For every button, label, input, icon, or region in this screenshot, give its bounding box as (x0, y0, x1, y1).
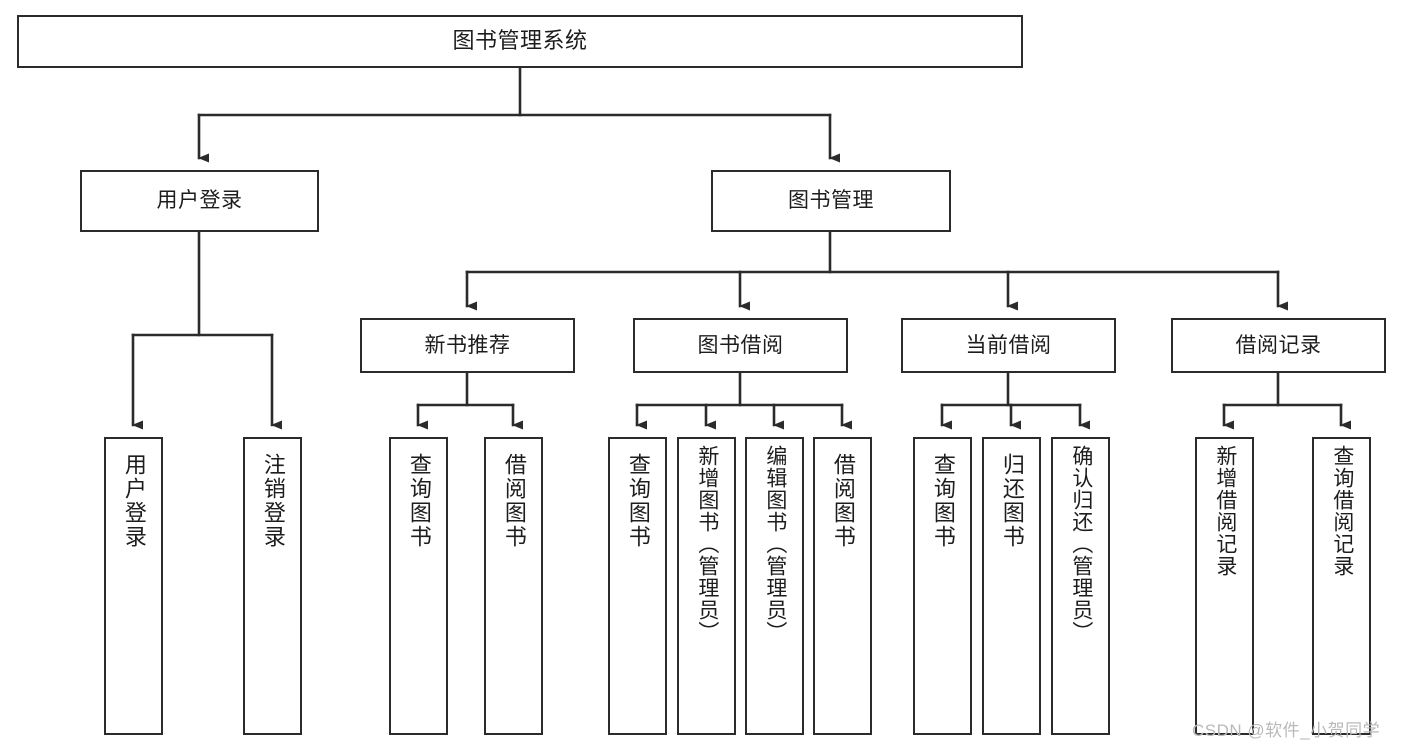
leaf-borrow-records-add-record[interactable]: 新增借阅记录 (1195, 437, 1254, 735)
leaf-current-borrow-return-book[interactable]: 归还图书 (982, 437, 1041, 735)
leaf-borrow-records-query-record[interactable]: 查询借阅记录 (1312, 437, 1371, 735)
leaf-user-login-login[interactable]: 用户登录 (104, 437, 163, 735)
leaf-book-borrow-add-book-admin[interactable]: 新增图书（管理员） (677, 437, 736, 735)
node-label: 新增图书（管理员） (695, 445, 719, 643)
node-label: 图书管理系统 (452, 28, 588, 54)
node-root-book-management-system[interactable]: 图书管理系统 (17, 15, 1023, 68)
node-label: 新增借阅记录 (1213, 445, 1237, 577)
node-label: 图书管理 (788, 189, 874, 213)
leaf-book-borrow-borrow-book[interactable]: 借阅图书 (813, 437, 872, 735)
node-label: 新书推荐 (424, 333, 511, 357)
node-label: 查询图书 (625, 453, 651, 549)
node-label: 归还图书 (999, 453, 1025, 549)
node-label: 用户登录 (121, 453, 147, 549)
node-current-borrow[interactable]: 当前借阅 (901, 318, 1116, 373)
leaf-new-book-borrow-book[interactable]: 借阅图书 (484, 437, 543, 735)
node-label: 借阅图书 (830, 453, 856, 549)
csdn-watermark: CSDN @软件_小贺同学 (1192, 721, 1381, 740)
node-label: 查询借阅记录 (1330, 445, 1354, 577)
node-label: 查询图书 (930, 453, 956, 549)
node-label: 用户登录 (156, 189, 243, 213)
leaf-new-book-query-book[interactable]: 查询图书 (389, 437, 448, 735)
node-label: 查询图书 (406, 453, 432, 549)
node-new-book-recommend[interactable]: 新书推荐 (360, 318, 575, 373)
node-book-management[interactable]: 图书管理 (711, 170, 951, 232)
node-label: 借阅记录 (1235, 333, 1322, 357)
node-label: 编辑图书（管理员） (763, 445, 787, 643)
node-label: 确认归还（管理员） (1069, 445, 1093, 643)
leaf-current-borrow-query-book[interactable]: 查询图书 (913, 437, 972, 735)
leaf-user-login-logout[interactable]: 注销登录 (243, 437, 302, 735)
node-user-login[interactable]: 用户登录 (80, 170, 319, 232)
node-label: 注销登录 (260, 453, 286, 549)
node-label: 借阅图书 (501, 453, 527, 549)
node-book-borrow[interactable]: 图书借阅 (633, 318, 848, 373)
leaf-current-borrow-confirm-return-admin[interactable]: 确认归还（管理员） (1051, 437, 1110, 735)
leaf-book-borrow-edit-book-admin[interactable]: 编辑图书（管理员） (745, 437, 804, 735)
leaf-book-borrow-query-book[interactable]: 查询图书 (608, 437, 667, 735)
node-label: 图书借阅 (697, 333, 784, 357)
node-label: 当前借阅 (965, 333, 1052, 357)
node-borrow-records[interactable]: 借阅记录 (1171, 318, 1386, 373)
